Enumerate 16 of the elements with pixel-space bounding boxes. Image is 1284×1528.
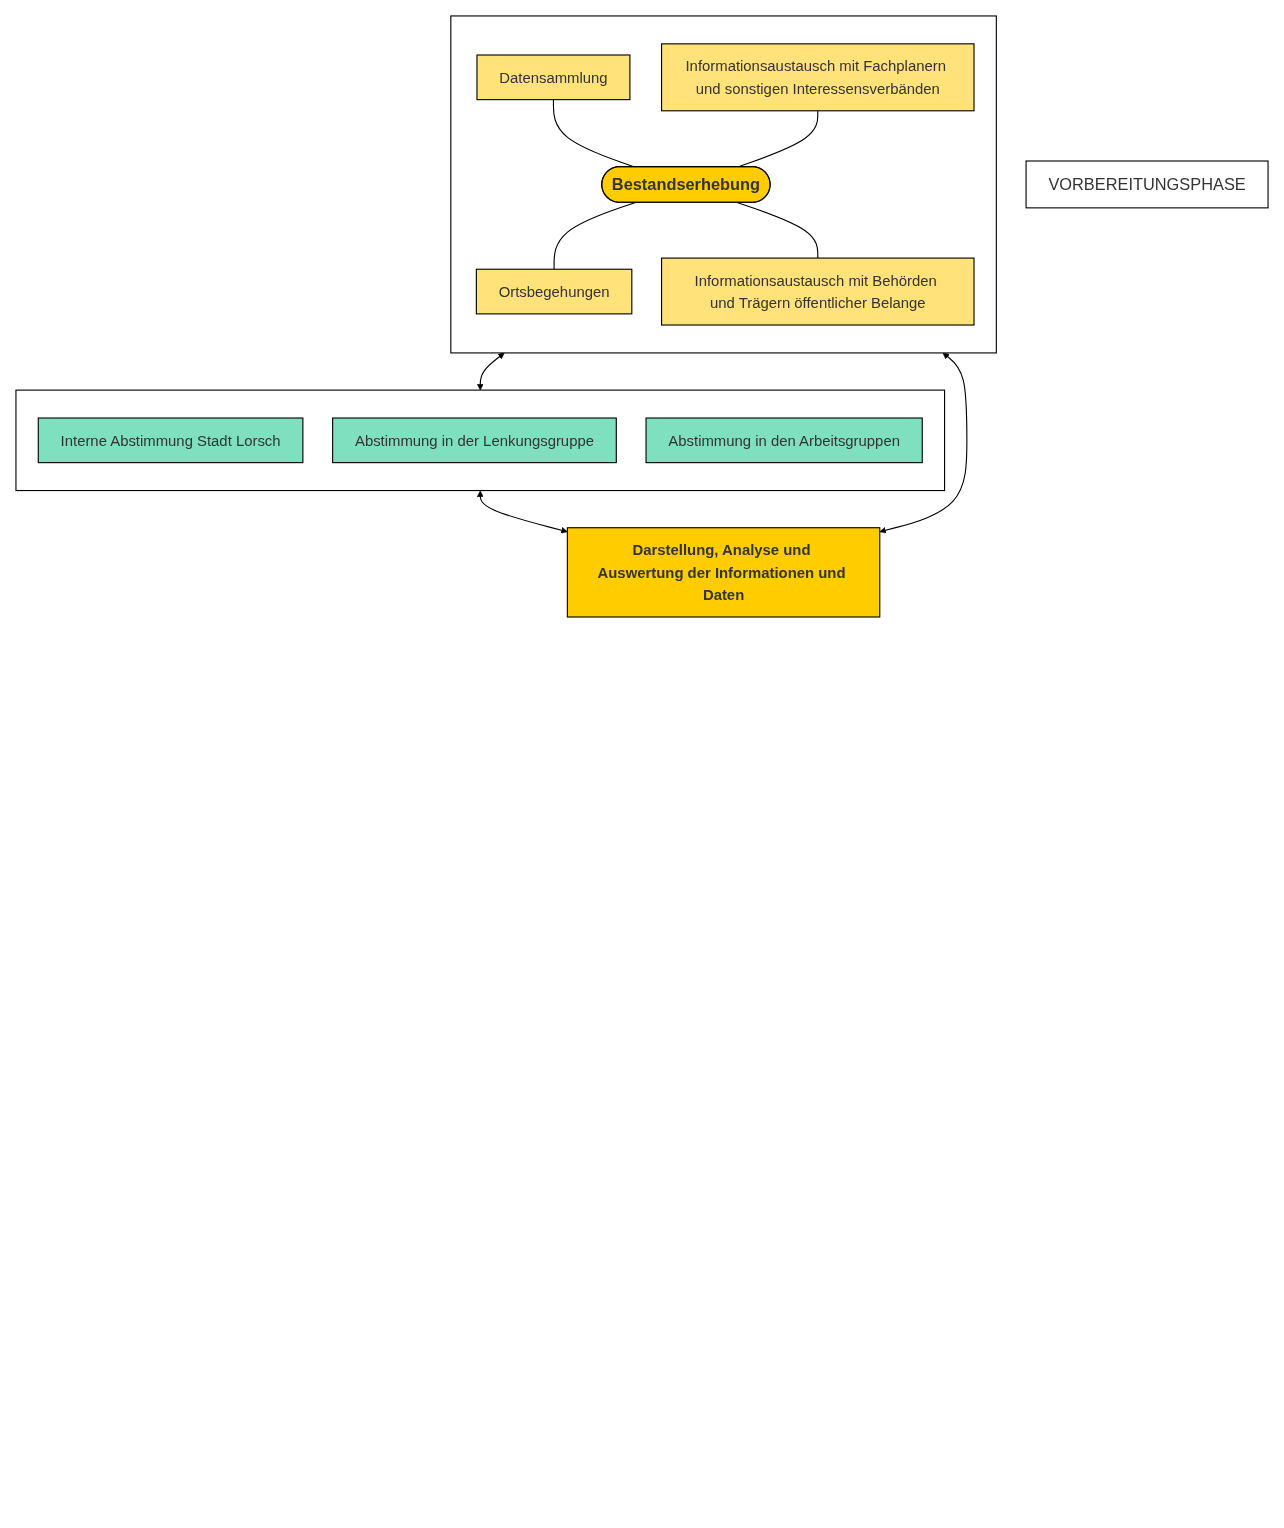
node-box: Informationsaustausch mit Behörden und Trägern öffentlicher Belange: [661, 257, 975, 326]
connector: [553, 202, 636, 270]
node-box: Ortsbegehungen: [475, 268, 633, 315]
cluster: [15, 389, 946, 492]
arrow: [477, 352, 505, 391]
node-box: Informationsaustausch mit Fachplanern und sonstigen Interessensverbänden: [661, 43, 975, 112]
node-box: Interne Abstimmung Stadt Lorsch: [37, 417, 304, 464]
cluster: [450, 15, 997, 354]
node-box: VORBEREITUNGSPHASE: [1025, 160, 1269, 209]
arrow: [477, 490, 568, 534]
node-box: Abstimmung in der Lenkungsgruppe: [332, 417, 617, 464]
node-box: Abstimmung in den Arbeitsgruppen: [645, 417, 923, 464]
arrow: [879, 352, 968, 534]
node-box: Datensammlung: [476, 54, 631, 101]
connector: [737, 202, 819, 259]
node-box: Darstellung, Analyse und Auswertung der Informationen und Daten: [566, 527, 881, 618]
